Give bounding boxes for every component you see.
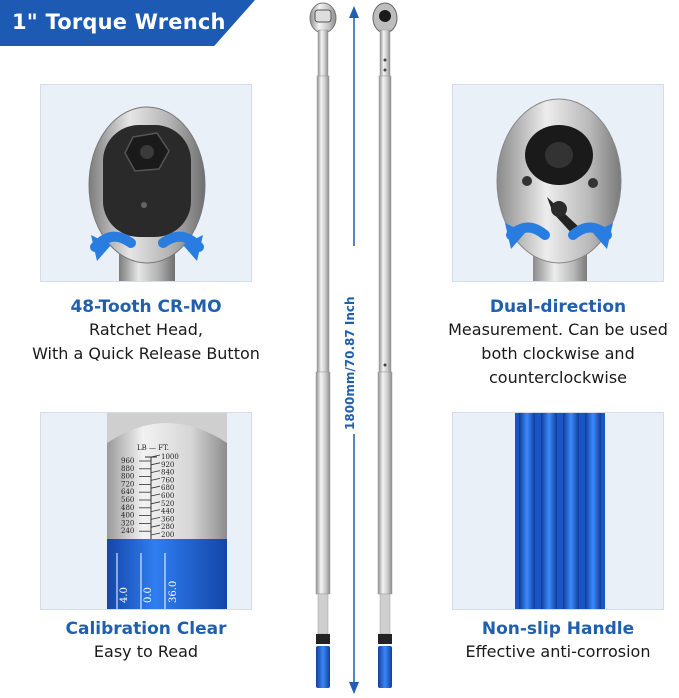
scale-right-value: 280: [161, 523, 174, 531]
caption-line: Effective anti-corrosion: [465, 642, 651, 661]
scale-right-value: 360: [161, 515, 174, 523]
scale-tick: [150, 470, 161, 473]
calibration-scale-illustration: LB — FT. 960880800720640560480400320240 …: [107, 413, 227, 609]
scale-left-value: 640: [121, 488, 134, 496]
caption-dual-direction: Dual-direction Measurement. Can be used …: [412, 296, 679, 390]
non-slip-handle-panel: [452, 412, 664, 610]
caption-line: counterclockwise: [488, 368, 627, 387]
caption-calibration: Calibration Clear Easy to Read: [0, 618, 292, 664]
scale-left-value: 960: [121, 457, 134, 465]
title-banner: [0, 0, 255, 46]
scale-right-value: 920: [161, 461, 174, 469]
wrench-side-view: [372, 2, 398, 688]
caption-line: both clockwise and: [481, 344, 635, 363]
scale-right-value: 520: [161, 500, 174, 508]
caption-non-slip: Non-slip Handle Effective anti-corrosion: [412, 618, 679, 664]
scale-tick: [150, 485, 161, 489]
page-title: 1" Torque Wrench: [12, 10, 226, 34]
sleeve-value-3: 36.0: [168, 581, 179, 603]
caption-title: Calibration Clear: [65, 619, 227, 639]
sleeve-value-2: 0.0: [143, 587, 154, 603]
handle-grip-illustration: [515, 413, 605, 609]
scale-left-value: 240: [121, 527, 134, 535]
scale-right-value: 1000: [161, 453, 179, 461]
scale-right-value: 600: [161, 492, 174, 500]
scale-tick: [150, 501, 161, 505]
scale-unit-label: LB — FT.: [137, 444, 169, 452]
dimension-label: 1800mm/70.87 Inch: [343, 296, 357, 430]
scale-tick: [150, 454, 161, 458]
caption-title: Dual-direction: [489, 297, 627, 317]
scale-left-value: 880: [121, 465, 134, 473]
scale-tick: [150, 509, 161, 512]
scale-tick: [150, 478, 161, 481]
scale-tick: [150, 517, 161, 520]
caption-line: Measurement. Can be used: [448, 320, 668, 339]
ratchet-head-illustration: [88, 106, 206, 281]
scale-tick: [150, 532, 161, 536]
caption-ratchet-head: 48-Tooth CR-MO Ratchet Head, With a Quic…: [0, 296, 292, 366]
scale-right-value: 760: [161, 476, 174, 484]
caption-line: Easy to Read: [93, 642, 199, 661]
wrench-front-view: [309, 2, 337, 688]
scale-left-value: 480: [121, 504, 134, 512]
sleeve-value-1: 4.0: [119, 587, 130, 603]
scale-right-value: 440: [161, 508, 174, 516]
caption-title: Non-slip Handle: [481, 619, 635, 639]
dimension-arrow: [346, 6, 362, 694]
caption-line: With a Quick Release Button: [32, 344, 260, 363]
scale-left-value: 320: [121, 519, 134, 527]
scale-tick: [150, 493, 161, 497]
dual-direction-panel: [452, 84, 664, 282]
blue-handle: [378, 646, 392, 688]
scale-right-value: 200: [161, 531, 174, 539]
scale-left-value: 560: [121, 496, 134, 504]
scale-left-value: 720: [121, 480, 134, 488]
scale-left-value: 400: [121, 512, 134, 520]
caption-title: 48-Tooth CR-MO: [70, 297, 222, 317]
scale-tick: [150, 462, 161, 466]
caption-line: Ratchet Head,: [89, 320, 203, 339]
scale-right-value: 840: [161, 469, 174, 477]
scale-tick: [150, 524, 161, 528]
scale-right-value: 680: [161, 484, 174, 492]
blue-sleeve: [107, 539, 227, 609]
blue-handle: [316, 646, 330, 688]
scale-left-value: 800: [121, 473, 134, 481]
ratchet-head-panel: [40, 84, 252, 282]
dual-direction-illustration: [496, 98, 622, 281]
